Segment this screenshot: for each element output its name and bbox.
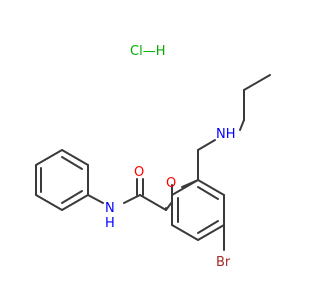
atom-oxygen-ether: O xyxy=(166,176,176,191)
bromophenyl-ring xyxy=(171,179,225,241)
molecule-diagram: O O N H NH Br Cl—H xyxy=(35,44,271,270)
amide-linker xyxy=(87,178,167,211)
atom-oxygen-carbonyl: O xyxy=(134,165,144,180)
hydrochloride-label: Cl—H xyxy=(130,44,165,59)
atom-nitrogen-amine: NH xyxy=(216,127,236,142)
atom-bromine: Br xyxy=(216,255,231,270)
atom-amide-hydrogen: H xyxy=(105,216,115,231)
phenyl-ring xyxy=(35,149,89,211)
atom-nitrogen-amide: N xyxy=(105,201,115,216)
propylaminomethyl-chain xyxy=(197,74,271,181)
